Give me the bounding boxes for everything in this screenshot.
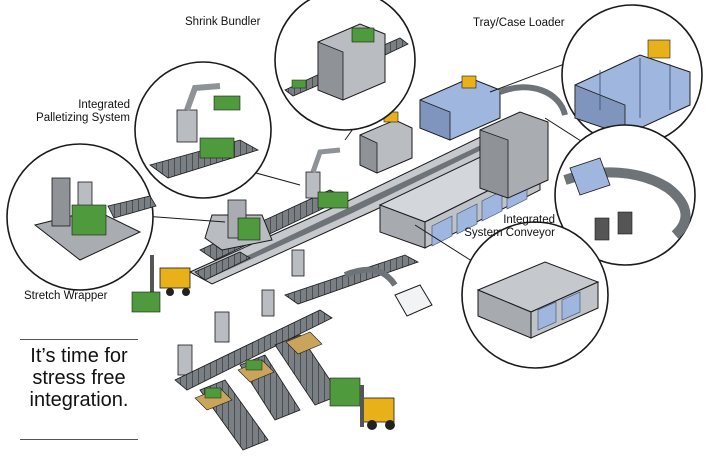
system-conveyor-zoom (461, 221, 609, 369)
forklift-lower (329, 377, 395, 430)
forklift-upper (131, 255, 191, 313)
integrated-conveyor-zoom (554, 124, 696, 266)
palletizing-system-label: Integrated Palletizing System (20, 99, 130, 125)
tagline-line3: integration. (29, 389, 129, 411)
palletizing-system-zoom (134, 61, 272, 199)
tagline-line1: It’s time for (30, 345, 128, 367)
palletizing-robot (305, 147, 349, 209)
tray-case-loader-machine (419, 75, 568, 141)
tagline-line2: stress free (32, 367, 126, 389)
shrink-bundler-zoom (274, 0, 416, 131)
system-conveyor-machine (378, 111, 549, 249)
stretch-wrapper-machine (204, 199, 273, 251)
palletizing-label-line2: Palletizing System (36, 112, 130, 124)
tagline: It’s time for stress free integration. (20, 345, 138, 411)
tray-case-loader-zoom (561, 4, 703, 146)
shrink-bundler-label: Shrink Bundler (185, 16, 261, 28)
stretch-wrapper-label: Stretch Wrapper (24, 290, 108, 302)
tray-case-loader-label: Tray/Case Loader (473, 17, 565, 29)
tagline-bottom-rule (20, 439, 138, 440)
conveyor-label-line2: System Conveyor (464, 227, 555, 239)
conveyor-label-line1: Integrated (503, 214, 555, 226)
palletizing-label-line1: Integrated (78, 99, 130, 111)
system-conveyor-label: Integrated System Conveyor (440, 214, 555, 240)
stretch-wrapper-zoom (6, 143, 157, 291)
shrink-bundler-machine (359, 111, 413, 174)
tagline-top-rule (20, 339, 138, 340)
lower-palletizing-area (174, 249, 433, 451)
